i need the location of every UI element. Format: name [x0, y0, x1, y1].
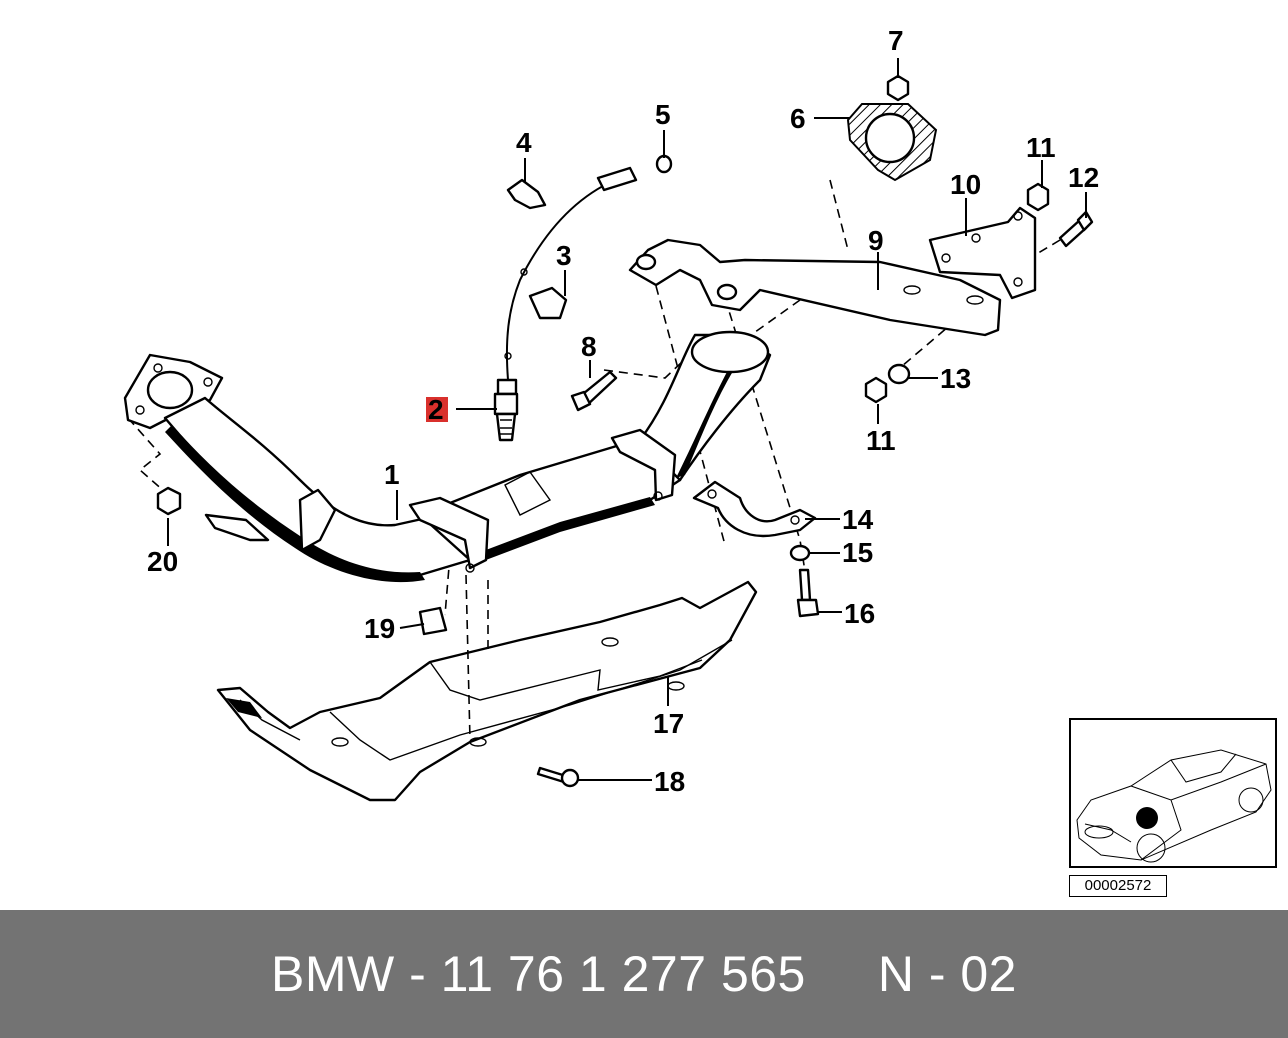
part-label-11-lower: 11 — [866, 425, 896, 456]
part-label-17: 17 — [653, 708, 684, 739]
part-label-1: 1 — [384, 459, 400, 490]
part-label-20: 20 — [147, 546, 178, 577]
part-label-14: 14 — [842, 504, 874, 535]
cable-clip-part — [506, 178, 547, 210]
leader-lines — [167, 58, 1087, 781]
part-label-7: 7 — [888, 25, 904, 56]
part-label-8: 8 — [581, 331, 597, 362]
part-number-labels: 1 2 3 4 5 6 7 8 9 10 11 12 13 11 14 15 1… — [147, 25, 1099, 797]
part-label-11-upper: 11 — [1026, 132, 1056, 163]
part-label-15: 15 — [842, 537, 873, 568]
part-label-4: 4 — [516, 127, 532, 158]
lower-clamp-part — [692, 480, 817, 538]
part-label-6: 6 — [790, 103, 806, 134]
part-number-footer: BMW - 11 76 1 277 565 N - 02 — [0, 910, 1288, 1038]
mount-plate-part — [928, 206, 1037, 300]
exhaust-pipe-part — [123, 330, 772, 583]
part-label-19: 19 — [364, 613, 395, 644]
highlight-marker — [426, 397, 448, 422]
part-label-18: 18 — [654, 766, 685, 797]
exploded-parts-diagram: 1 2 3 4 5 6 7 8 9 10 11 12 13 11 14 15 1… — [123, 25, 1099, 802]
part-label-16: 16 — [844, 598, 875, 629]
holder-clip-part — [528, 286, 568, 320]
vehicle-location-thumbnail — [1069, 718, 1277, 868]
rubber-mount-part — [846, 103, 938, 182]
heat-shield-part — [216, 580, 758, 802]
diagram-code-label: 00002572 — [1069, 875, 1167, 897]
car-outline-icon — [1076, 749, 1272, 863]
part-label-12: 12 — [1068, 162, 1099, 193]
part-label-9: 9 — [868, 225, 884, 256]
grommet-part — [655, 154, 673, 174]
part-label-2: 2 — [428, 394, 444, 425]
bolt-part — [536, 210, 1094, 788]
part-label-10: 10 — [950, 169, 981, 200]
part-label-13: 13 — [940, 363, 971, 394]
nut-part — [156, 74, 1050, 516]
part-label-3: 3 — [556, 240, 572, 271]
oxygen-sensor-part — [493, 166, 638, 442]
part-label-5: 5 — [655, 99, 671, 130]
part-number-text: BMW - 11 76 1 277 565 N - 02 — [271, 946, 1017, 1002]
speed-nut-part — [418, 606, 448, 636]
washer-part — [789, 363, 911, 562]
support-bracket-part — [628, 238, 1002, 337]
